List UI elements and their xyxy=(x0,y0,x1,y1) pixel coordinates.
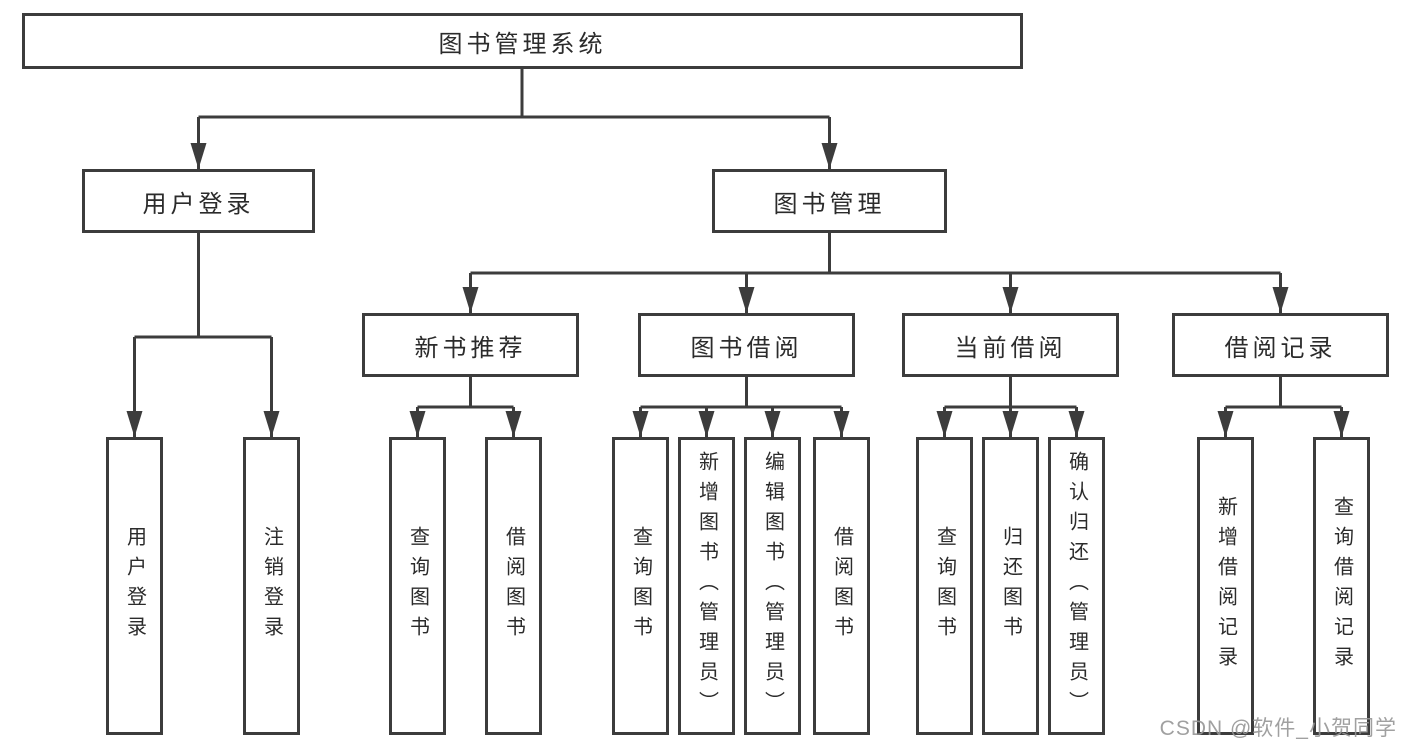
node-library-system-label: 图书管理系统 xyxy=(438,30,607,58)
node-book-borrow: 图书借阅 xyxy=(638,313,855,377)
node-user-login-label: 用户登录 xyxy=(142,190,255,218)
node-confirm-return-admin: 确认归还（管理员） xyxy=(1048,437,1105,735)
node-add-borrow-record-label: 新增借阅记录 xyxy=(1214,496,1237,676)
node-recommend-borrow-books: 借阅图书 xyxy=(485,437,542,735)
node-confirm-return-admin-label: 确认归还（管理员） xyxy=(1065,451,1088,721)
connector-current-trunk xyxy=(944,377,1077,409)
node-borrow-records-label: 借阅记录 xyxy=(1224,334,1337,362)
watermark: CSDN @软件_小贺同学 xyxy=(1159,717,1397,740)
node-user-login: 用户登录 xyxy=(82,169,315,233)
node-recommend-query-books: 查询图书 xyxy=(389,437,446,735)
node-recommend-query-books-label: 查询图书 xyxy=(406,526,429,646)
node-book-management-label: 图书管理 xyxy=(773,190,886,218)
node-borrow-borrow-books-label: 借阅图书 xyxy=(830,526,853,646)
node-logout-leaf: 注销登录 xyxy=(243,437,300,735)
node-current-query-books-label: 查询图书 xyxy=(933,526,956,646)
node-recommend-borrow-books-label: 借阅图书 xyxy=(502,526,525,646)
node-return-book: 归还图书 xyxy=(982,437,1039,735)
node-new-book-recommend-label: 新书推荐 xyxy=(414,334,527,362)
node-add-borrow-record: 新增借阅记录 xyxy=(1197,437,1254,735)
connector-borrow-trunk xyxy=(640,377,842,409)
node-book-management: 图书管理 xyxy=(712,169,947,233)
connector-records-trunk xyxy=(1225,377,1342,409)
node-new-book-recommend: 新书推荐 xyxy=(362,313,579,377)
node-logout-leaf-label: 注销登录 xyxy=(260,526,283,646)
node-current-borrow-label: 当前借阅 xyxy=(954,334,1067,362)
node-user-login-leaf: 用户登录 xyxy=(106,437,163,735)
node-library-system: 图书管理系统 xyxy=(22,13,1023,69)
connector-book-trunk xyxy=(470,233,1281,275)
node-query-borrow-record: 查询借阅记录 xyxy=(1313,437,1370,735)
node-add-book-admin-label: 新增图书（管理员） xyxy=(695,451,718,721)
node-borrow-records: 借阅记录 xyxy=(1172,313,1389,377)
node-add-book-admin: 新增图书（管理员） xyxy=(678,437,735,735)
node-query-borrow-record-label: 查询借阅记录 xyxy=(1330,496,1353,676)
connector-user-trunk xyxy=(134,233,272,339)
node-return-book-label: 归还图书 xyxy=(999,526,1022,646)
node-borrow-query-books-label: 查询图书 xyxy=(629,526,652,646)
node-borrow-query-books: 查询图书 xyxy=(612,437,669,735)
node-edit-book-admin-label: 编辑图书（管理员） xyxy=(761,451,784,721)
connector-recommend-trunk xyxy=(417,377,514,409)
node-user-login-leaf-label: 用户登录 xyxy=(123,526,146,646)
node-book-borrow-label: 图书借阅 xyxy=(690,334,803,362)
node-current-query-books: 查询图书 xyxy=(916,437,973,735)
node-edit-book-admin: 编辑图书（管理员） xyxy=(744,437,801,735)
node-borrow-borrow-books: 借阅图书 xyxy=(813,437,870,735)
connector-root-trunk xyxy=(198,69,830,119)
node-current-borrow: 当前借阅 xyxy=(902,313,1119,377)
